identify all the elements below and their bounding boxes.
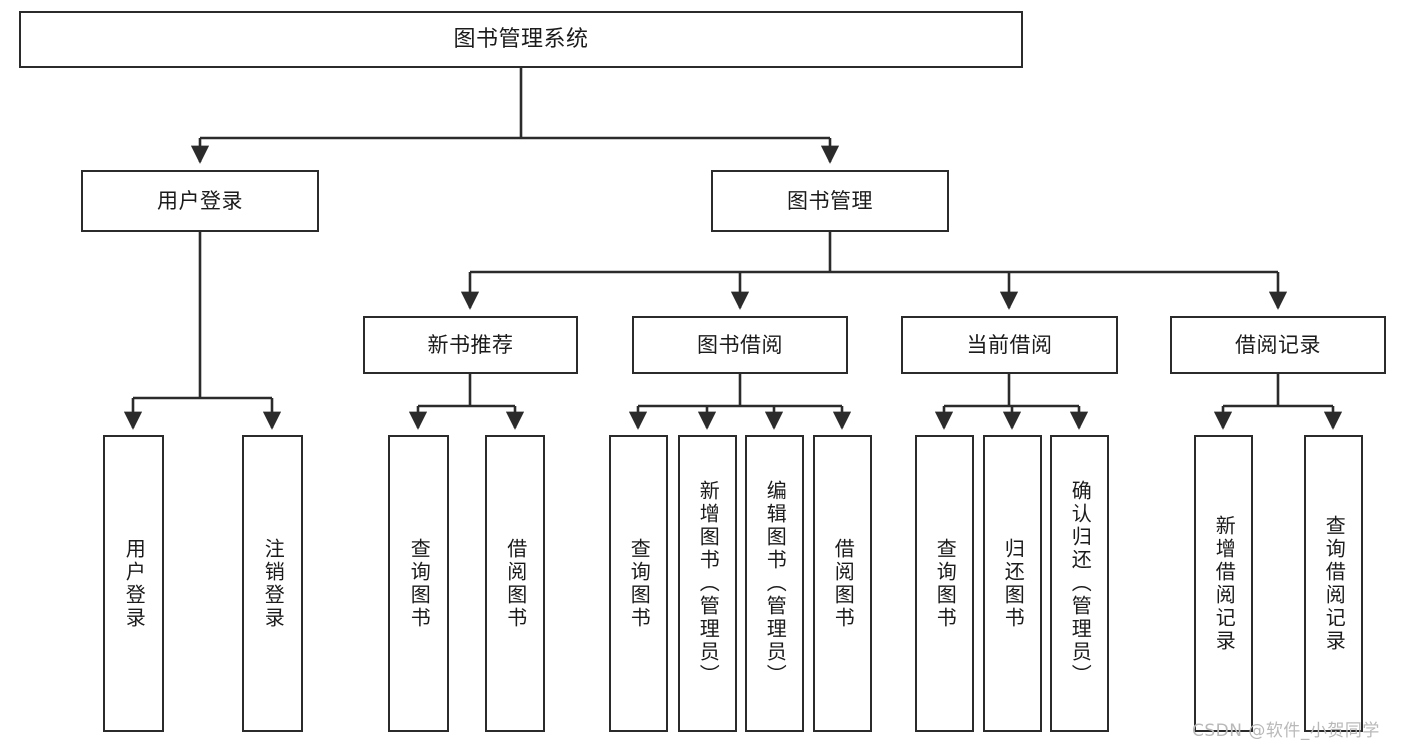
node-borrow-record[interactable]: 借阅记录 (1170, 316, 1386, 374)
leaf-user-login[interactable]: 用户登录 (103, 435, 164, 732)
leaf-borrow-book-2[interactable]: 借阅图书 (813, 435, 872, 732)
node-root[interactable]: 图书管理系统 (19, 11, 1023, 68)
leaf-query-borrow-record[interactable]: 查询借阅记录 (1304, 435, 1363, 732)
node-user-login[interactable]: 用户登录 (81, 170, 319, 232)
node-new-book-recommendation[interactable]: 新书推荐 (363, 316, 578, 374)
leaf-add-borrow-record[interactable]: 新增借阅记录 (1194, 435, 1253, 732)
watermark-text: CSDN @软件_小贺同学 (1192, 721, 1380, 741)
leaf-confirm-return-admin[interactable]: 确认归还（管理员） (1050, 435, 1109, 732)
node-current-borrow[interactable]: 当前借阅 (901, 316, 1118, 374)
leaf-query-book-3[interactable]: 查询图书 (915, 435, 974, 732)
leaf-logout[interactable]: 注销登录 (242, 435, 303, 732)
leaf-query-book-2[interactable]: 查询图书 (609, 435, 668, 732)
node-book-borrow[interactable]: 图书借阅 (632, 316, 848, 374)
leaf-edit-book-admin[interactable]: 编辑图书（管理员） (745, 435, 804, 732)
node-book-manage[interactable]: 图书管理 (711, 170, 949, 232)
leaf-query-book-1[interactable]: 查询图书 (388, 435, 449, 732)
leaf-borrow-book-1[interactable]: 借阅图书 (485, 435, 545, 732)
leaf-return-book[interactable]: 归还图书 (983, 435, 1042, 732)
leaf-add-book-admin[interactable]: 新增图书（管理员） (678, 435, 737, 732)
